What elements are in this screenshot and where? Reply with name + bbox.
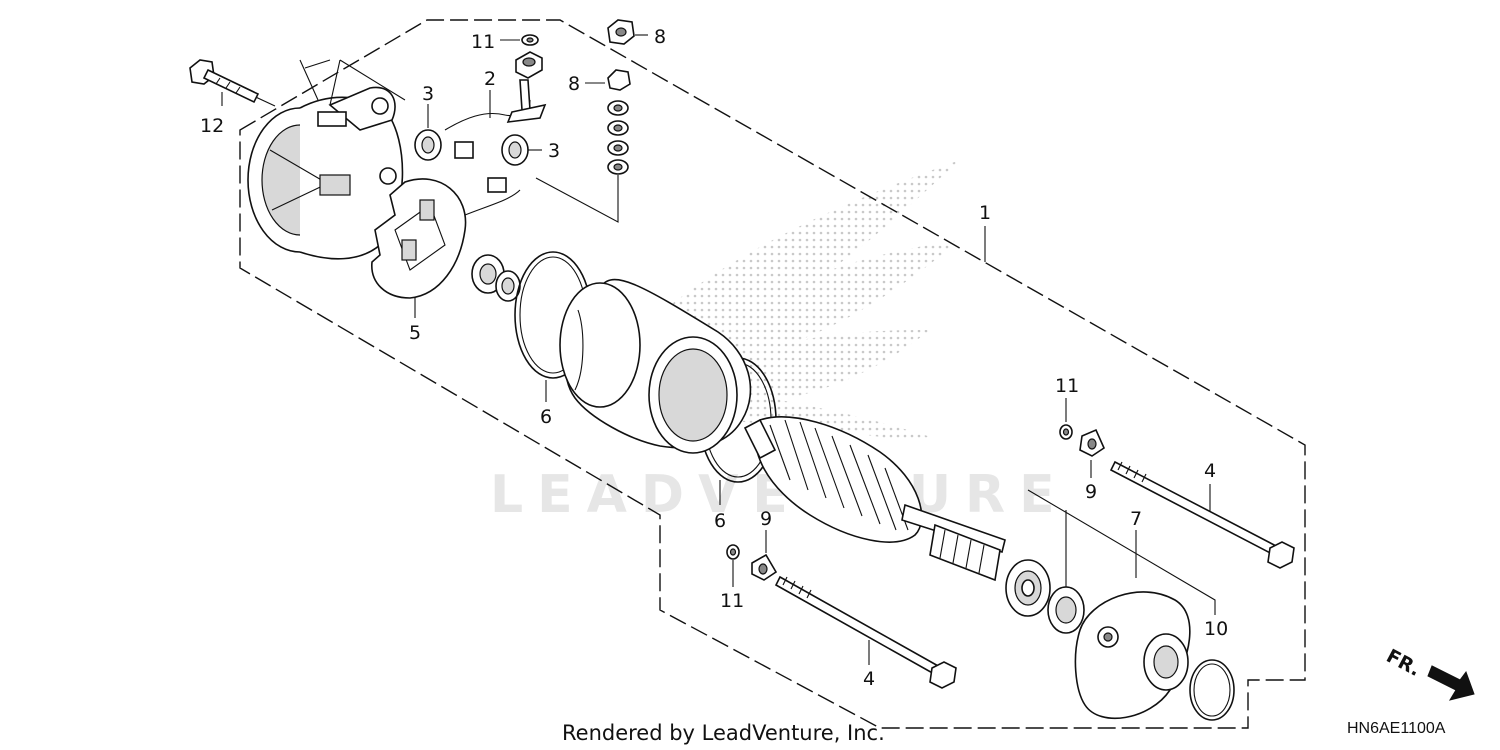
callout-8-top: 8 [654, 26, 666, 48]
callout-4-right: 4 [1204, 460, 1216, 482]
o-ring-10 [1189, 659, 1235, 721]
washer-11-left [726, 544, 740, 560]
nut-8-top [607, 19, 635, 45]
through-bolt-4b [774, 575, 957, 689]
bolt-12 [189, 59, 260, 104]
callout-11-top: 11 [471, 31, 495, 53]
thrust-washers [471, 254, 521, 302]
callout-9-left: 9 [760, 508, 772, 530]
callout-6-lower: 6 [714, 510, 726, 532]
callout-3-right: 3 [548, 140, 560, 162]
washer-11-right [1059, 424, 1073, 440]
callout-2: 2 [484, 68, 496, 90]
bearing-a [1005, 559, 1051, 617]
callout-8-middle: 8 [568, 73, 580, 95]
direction-label: FR. [1383, 645, 1424, 681]
callout-1: 1 [979, 202, 991, 224]
rendered-by-footer: Rendered by LeadVenture, Inc. [562, 721, 885, 745]
leader-lines [221, 34, 1216, 665]
callout-4-bottom: 4 [863, 668, 875, 690]
washer-11-top [521, 34, 539, 46]
armature [743, 416, 1006, 582]
spring-3b [501, 134, 529, 166]
callout-9-right: 9 [1085, 481, 1097, 503]
front-cover-7 [1074, 591, 1191, 720]
callout-6-upper: 6 [540, 406, 552, 428]
spacer-9-right [1079, 428, 1106, 457]
callout-10: 10 [1204, 618, 1228, 640]
brush-2 [444, 79, 547, 193]
brush-holder-5 [371, 178, 521, 299]
yoke-housing [559, 278, 752, 454]
callout-12: 12 [200, 115, 224, 137]
assembly-outline [239, 19, 1306, 729]
diagram-code: HN6AE1100A [1347, 720, 1446, 737]
washer-stack-8 [607, 69, 631, 175]
callout-5: 5 [409, 322, 421, 344]
front-direction-indicator: FR. [1383, 645, 1475, 701]
bearing-b [1047, 586, 1085, 634]
through-bolt-4a [1109, 460, 1295, 569]
rear-cover [247, 59, 406, 260]
spring-3a [414, 129, 442, 161]
callout-3-left: 3 [422, 83, 434, 105]
spacer-9-left [751, 553, 778, 581]
arrow-right-icon [1427, 665, 1475, 701]
terminal-nut-top [515, 51, 543, 79]
callout-11-left: 11 [720, 590, 744, 612]
callout-11-right: 11 [1055, 375, 1079, 397]
callout-7: 7 [1130, 508, 1142, 530]
